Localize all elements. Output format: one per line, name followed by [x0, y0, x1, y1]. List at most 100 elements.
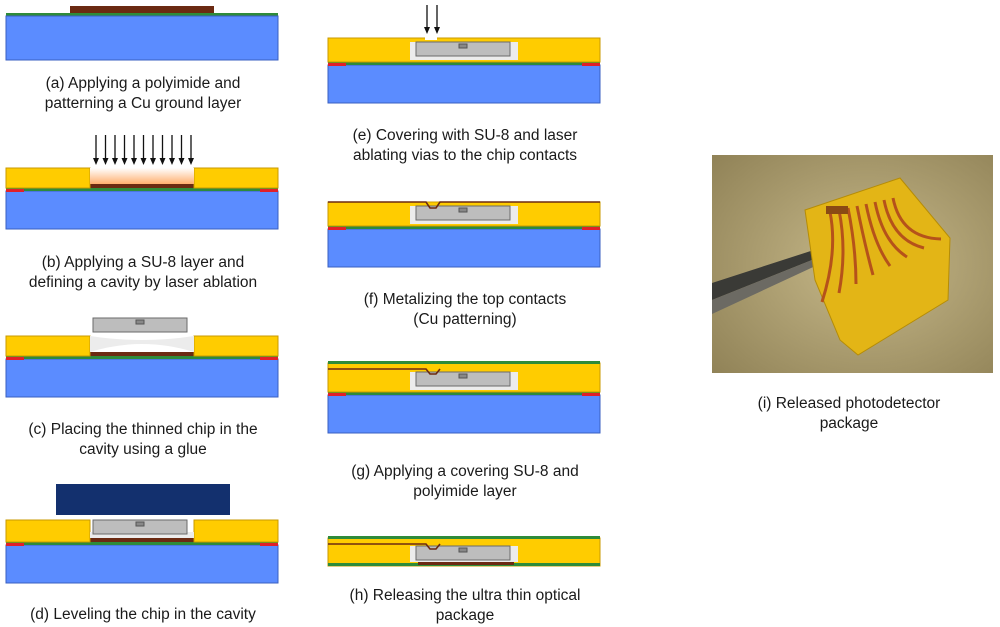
thinned-chip [415, 205, 511, 221]
thinned-chip [415, 371, 511, 387]
cu-ground-layer [68, 352, 216, 356]
cu-ground-layer [418, 562, 514, 565]
laser-arrowhead [169, 158, 175, 165]
released-package-photo [712, 155, 993, 373]
step-e-cross-section [327, 5, 601, 104]
chip-on-flex [826, 206, 848, 214]
release-pad-right [582, 227, 600, 230]
glue-layer [90, 336, 194, 352]
flex-trace [837, 209, 845, 294]
su8-layer-right [193, 167, 279, 189]
polyimide-layer [328, 62, 600, 65]
su8-layer-right [193, 335, 279, 357]
chip-contact [458, 43, 468, 49]
top-cu-contact [328, 368, 441, 375]
top-cu-contact [328, 543, 441, 550]
flex-trace [891, 197, 942, 241]
thinned-chip [415, 41, 511, 57]
caption-step-b: (b) Applying a SU-8 layer and defining a… [28, 254, 258, 291]
flex-trace [864, 203, 892, 267]
release-pad-left [328, 63, 346, 66]
laser-arrowhead [102, 158, 109, 165]
laser-arrowhead [140, 158, 147, 165]
chip-contact [135, 521, 145, 527]
thinned-chip [92, 317, 188, 333]
polyimide-cover [328, 361, 600, 364]
laser-arrowhead [131, 158, 137, 165]
step-g-cross-section [327, 361, 601, 434]
polyimide-layer [328, 392, 600, 395]
caption-step-g: (g) Applying a covering SU-8 and polyimi… [351, 463, 579, 500]
step-c-cross-section [5, 317, 279, 398]
polyimide-top [328, 536, 600, 539]
laser-arrowhead [121, 158, 128, 165]
laser-arrowhead [150, 158, 156, 165]
caption-step-e: (e) Covering with SU-8 and laser ablatin… [352, 127, 578, 164]
release-pad-right [260, 357, 278, 360]
laser-arrowhead [434, 27, 440, 34]
release-pad-left [6, 189, 24, 192]
chip-contact [458, 207, 468, 213]
thinned-chip [415, 545, 511, 561]
flex-trace [882, 199, 925, 250]
polyimide-layer [328, 226, 600, 229]
glass-substrate [5, 15, 279, 61]
step-b-cross-section [5, 135, 279, 230]
release-pad-left [328, 227, 346, 230]
flex-trace [846, 207, 858, 285]
thinned-chip [92, 519, 188, 535]
glass-substrate [5, 190, 279, 230]
step-h-cross-section [327, 536, 601, 567]
release-pad-right [260, 543, 278, 546]
flex-trace [873, 201, 908, 259]
polyimide-top [6, 13, 278, 16]
su8-layer-right [193, 519, 279, 543]
step-f-cross-section [327, 201, 601, 268]
laser-arrowhead [178, 158, 185, 165]
release-pad-right [260, 189, 278, 192]
glass-substrate [327, 64, 601, 104]
leveling-plate [56, 484, 230, 515]
glass-substrate [5, 544, 279, 584]
cu-ground-layer [68, 184, 216, 188]
ablated-cavity [90, 168, 194, 184]
glue-layer [90, 532, 194, 538]
su8-layer-left [5, 167, 91, 189]
cu-ground-layer [68, 538, 216, 542]
release-pad-left [328, 393, 346, 396]
caption-step-c: (c) Placing the thinned chip in the cavi… [28, 421, 258, 458]
caption-step-h: (h) Releasing the ultra thin optical pac… [349, 587, 581, 624]
step-d-cross-section [5, 484, 279, 584]
polyimide-layer [6, 188, 278, 191]
caption-step-a: (a) Applying a polyimide and patterning … [44, 75, 242, 112]
chip-contact [458, 547, 468, 553]
release-pad-right [582, 63, 600, 66]
polyimide-layer [6, 356, 278, 359]
laser-arrowhead [188, 158, 194, 165]
release-pad-left [6, 543, 24, 546]
glass-substrate [327, 394, 601, 434]
laser-via [425, 34, 437, 40]
laser-arrowhead [93, 158, 99, 165]
glass-substrate [327, 228, 601, 268]
su8-layer-left [5, 519, 91, 543]
release-pad-right [582, 393, 600, 396]
laser-arrowhead [424, 27, 430, 34]
caption-step-f: (f) Metalizing the top contacts (Cu patt… [363, 291, 567, 328]
chip-contact [135, 319, 145, 325]
glass-substrate [5, 358, 279, 398]
tweezers-icon [712, 248, 822, 300]
cu-ground-layer [70, 6, 214, 13]
step-a-cross-section [5, 6, 279, 61]
flex-trace [820, 211, 835, 303]
chip-contact [458, 373, 468, 379]
laser-arrowhead [159, 158, 166, 165]
caption-step-d: (d) Leveling the chip in the cavity [30, 606, 256, 623]
flex-trace [855, 205, 875, 276]
su8-layer-left [5, 335, 91, 357]
laser-arrowhead [112, 158, 118, 165]
release-pad-left [6, 357, 24, 360]
caption-step-i: (i) Released photodetector package [757, 395, 941, 432]
top-cu-contact [328, 201, 600, 209]
